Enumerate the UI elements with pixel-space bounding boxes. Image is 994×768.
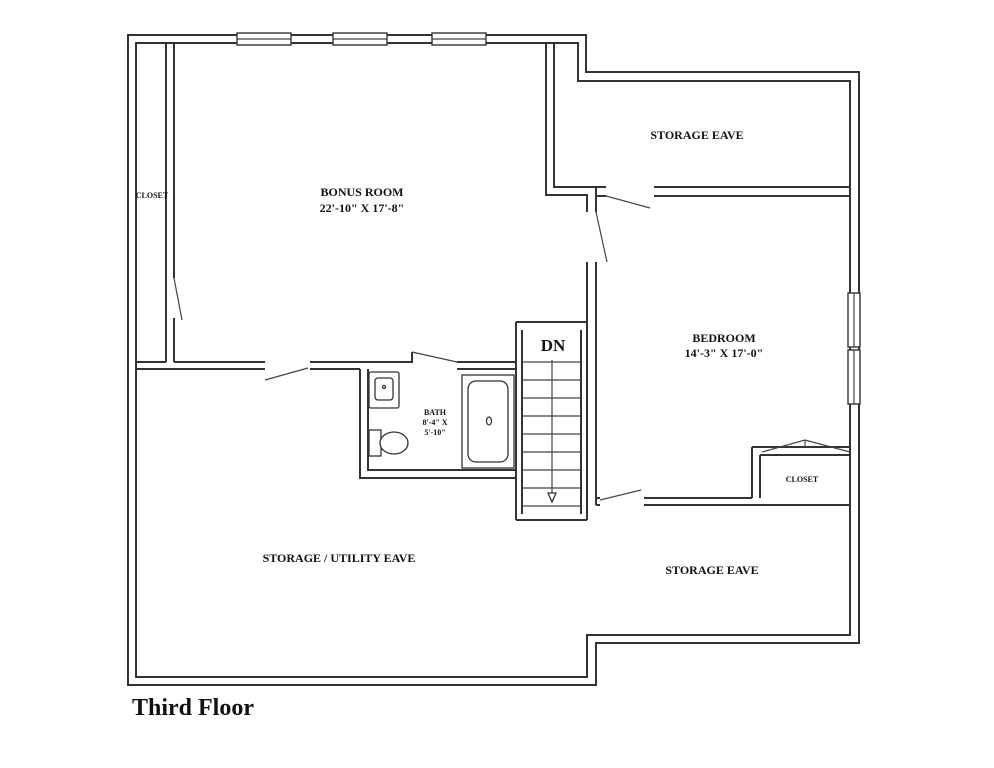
stair-walls [515,321,588,521]
bath-walls [359,369,516,479]
toilet-icon [379,431,409,455]
stairs-dn-label: DN [541,336,566,355]
arrow-down-icon [546,492,558,504]
bonus-room-size: 22'-10" X 17'-8" [320,201,405,215]
plan-title: Third Floor [132,695,255,721]
bedroom-closet-walls [751,446,850,498]
bath-label: BATH [424,408,447,417]
exterior-wall-inner [135,42,851,678]
closet-bedroom-label: CLOSET [786,475,819,484]
bedroom-label: BEDROOM [692,331,755,345]
bonus-room-wall-right [545,43,597,505]
bonus-room-wall-bottom [136,352,413,370]
bath-size-line2: 5'-10" [424,428,445,437]
bath-size-line1: 8'-4" X [422,418,447,427]
exterior-wall-outer [127,34,860,686]
storage-utility-eave-label: STORAGE / UTILITY EAVE [263,551,416,565]
toilet-tank-icon [368,429,382,457]
storage-eave-bottom-label: STORAGE EAVE [665,563,758,577]
left-closet-wall [165,43,175,362]
bonus-room-label: BONUS ROOM [320,185,403,199]
closet-left-label: CLOSET [136,191,169,200]
storage-eave-top-label: STORAGE EAVE [650,128,743,142]
bedroom-size: 14'-3" X 17'-0" [685,346,764,360]
bedroom-wall-bottom [596,497,850,506]
stair-treads [522,360,581,507]
